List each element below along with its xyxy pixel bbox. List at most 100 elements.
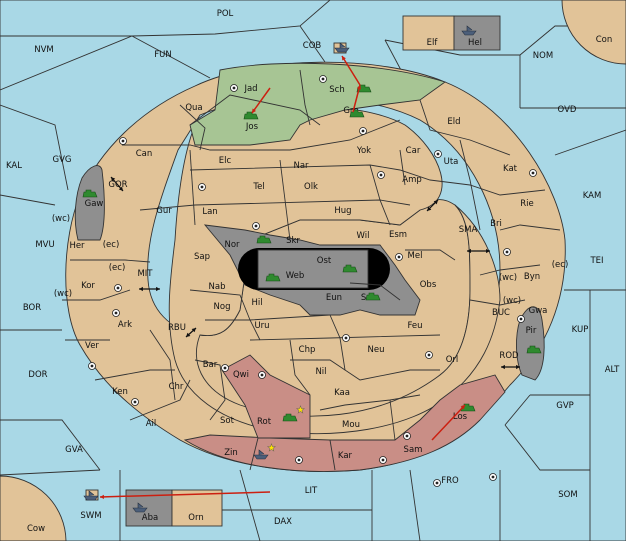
fleet-unit-icon[interactable] bbox=[334, 42, 350, 53]
army-unit-icon[interactable] bbox=[256, 235, 272, 244]
arrowhead-icon bbox=[186, 332, 191, 337]
coast-label: (wc) bbox=[503, 296, 521, 306]
sea-label: FRO bbox=[441, 476, 459, 486]
arrowhead-icon bbox=[427, 206, 432, 211]
fleet-unit-icon[interactable] bbox=[253, 449, 269, 460]
land-label: Jos bbox=[245, 122, 259, 132]
sea-label: DOR bbox=[28, 370, 47, 380]
orders-layer bbox=[99, 55, 520, 500]
land-label: Uta bbox=[444, 157, 459, 167]
land-label: Hel bbox=[468, 38, 482, 48]
land-label: Grh bbox=[343, 106, 358, 116]
sea-label: MVU bbox=[35, 240, 54, 250]
arrowhead-icon bbox=[433, 200, 438, 205]
army-unit-icon[interactable] bbox=[265, 273, 281, 282]
supply-center-marker bbox=[295, 456, 303, 464]
land-label: Bar bbox=[203, 360, 218, 370]
supply-center-marker bbox=[119, 137, 127, 145]
land-label: Esm bbox=[389, 230, 407, 240]
inner-sea-label: SMA bbox=[459, 225, 478, 235]
land-label: Gaw bbox=[85, 199, 104, 209]
arrowhead-icon bbox=[156, 286, 160, 292]
gray-gaw bbox=[74, 165, 105, 241]
land-label: Qwi bbox=[233, 370, 249, 380]
land-label: Can bbox=[136, 149, 153, 159]
land-label: Elc bbox=[219, 156, 232, 166]
supply-center-marker bbox=[434, 150, 442, 158]
supply-centers bbox=[88, 75, 537, 487]
arrowhead-icon bbox=[516, 364, 520, 370]
fleet-unit-icon[interactable] bbox=[132, 502, 148, 513]
land-label: Nab bbox=[209, 282, 226, 292]
sea-label: TEI bbox=[589, 256, 603, 266]
land-label: Qua bbox=[185, 103, 202, 113]
arrowhead-icon bbox=[467, 248, 471, 254]
land-borders bbox=[62, 69, 561, 471]
land-label: Sot bbox=[220, 416, 235, 426]
land-label: Kat bbox=[503, 164, 518, 174]
land-label: Uru bbox=[254, 321, 269, 331]
supply-center-marker bbox=[503, 248, 511, 256]
land-label: Obs bbox=[420, 280, 437, 290]
sea-label: GVP bbox=[556, 401, 574, 411]
land-label: Nog bbox=[214, 302, 231, 312]
land-label: Mou bbox=[342, 420, 360, 430]
land-label: Kaa bbox=[334, 388, 350, 398]
supply-center-marker bbox=[425, 351, 433, 359]
land-elf bbox=[402, 15, 455, 51]
land-label: Nor bbox=[224, 240, 240, 250]
army-unit-icon[interactable] bbox=[365, 292, 381, 301]
land-label: Gur bbox=[156, 206, 172, 216]
arrowhead-icon bbox=[100, 494, 105, 500]
sea-label: LIT bbox=[305, 486, 318, 496]
land-label: Kar bbox=[338, 451, 353, 461]
land-label: Sch bbox=[329, 85, 344, 95]
sea-label: FUN bbox=[154, 50, 171, 60]
coast-label: (wc) bbox=[54, 289, 72, 299]
army-unit-icon[interactable] bbox=[282, 413, 298, 422]
supply-center-marker bbox=[359, 127, 367, 135]
fleet-unit-icon[interactable] bbox=[461, 25, 477, 36]
sea-label: KUP bbox=[572, 325, 589, 335]
supply-center-marker bbox=[221, 364, 229, 372]
land-label: Rot bbox=[257, 417, 272, 427]
land-label: Ken bbox=[112, 387, 128, 397]
army-unit-icon[interactable] bbox=[82, 189, 98, 198]
supply-center-marker bbox=[252, 222, 260, 230]
land-hel bbox=[453, 15, 501, 51]
land-label: Orl bbox=[446, 355, 459, 365]
sea-label: ALT bbox=[605, 365, 620, 375]
coast-label: (wc) bbox=[499, 273, 517, 283]
arrowhead-icon bbox=[118, 186, 123, 191]
land-label: Chr bbox=[169, 382, 184, 392]
land-label: Sap bbox=[194, 252, 210, 262]
army-unit-icon[interactable] bbox=[526, 345, 542, 354]
supply-center-marker bbox=[230, 84, 238, 92]
coast-label: (wc) bbox=[52, 214, 70, 224]
order-arrow bbox=[352, 84, 361, 113]
inner-sea-label: BUC bbox=[492, 308, 510, 318]
land-label: Eun bbox=[326, 293, 342, 303]
supply-center-marker bbox=[433, 479, 441, 487]
sea-label: NVM bbox=[34, 45, 54, 55]
land-cow bbox=[0, 475, 67, 541]
coast-label: (ec) bbox=[109, 263, 126, 273]
supply-center-marker bbox=[319, 75, 327, 83]
land-con bbox=[561, 0, 626, 65]
sea-label: NOM bbox=[533, 51, 553, 61]
land-label: Bri bbox=[490, 219, 502, 229]
supply-center-marker bbox=[198, 183, 206, 191]
arrowhead-icon bbox=[460, 405, 465, 410]
supply-center-marker bbox=[342, 334, 350, 342]
land-label: Nar bbox=[293, 161, 309, 171]
sea-label: POL bbox=[217, 9, 234, 19]
fleet-unit-icon[interactable] bbox=[83, 490, 99, 501]
red-region-south bbox=[183, 374, 506, 472]
supply-center-marker bbox=[403, 432, 411, 440]
supply-center-marker bbox=[114, 284, 122, 292]
arrowhead-icon bbox=[342, 56, 346, 61]
ring-center-land bbox=[168, 105, 501, 435]
supply-center-marker bbox=[377, 171, 385, 179]
army-unit-icon[interactable] bbox=[342, 264, 358, 273]
